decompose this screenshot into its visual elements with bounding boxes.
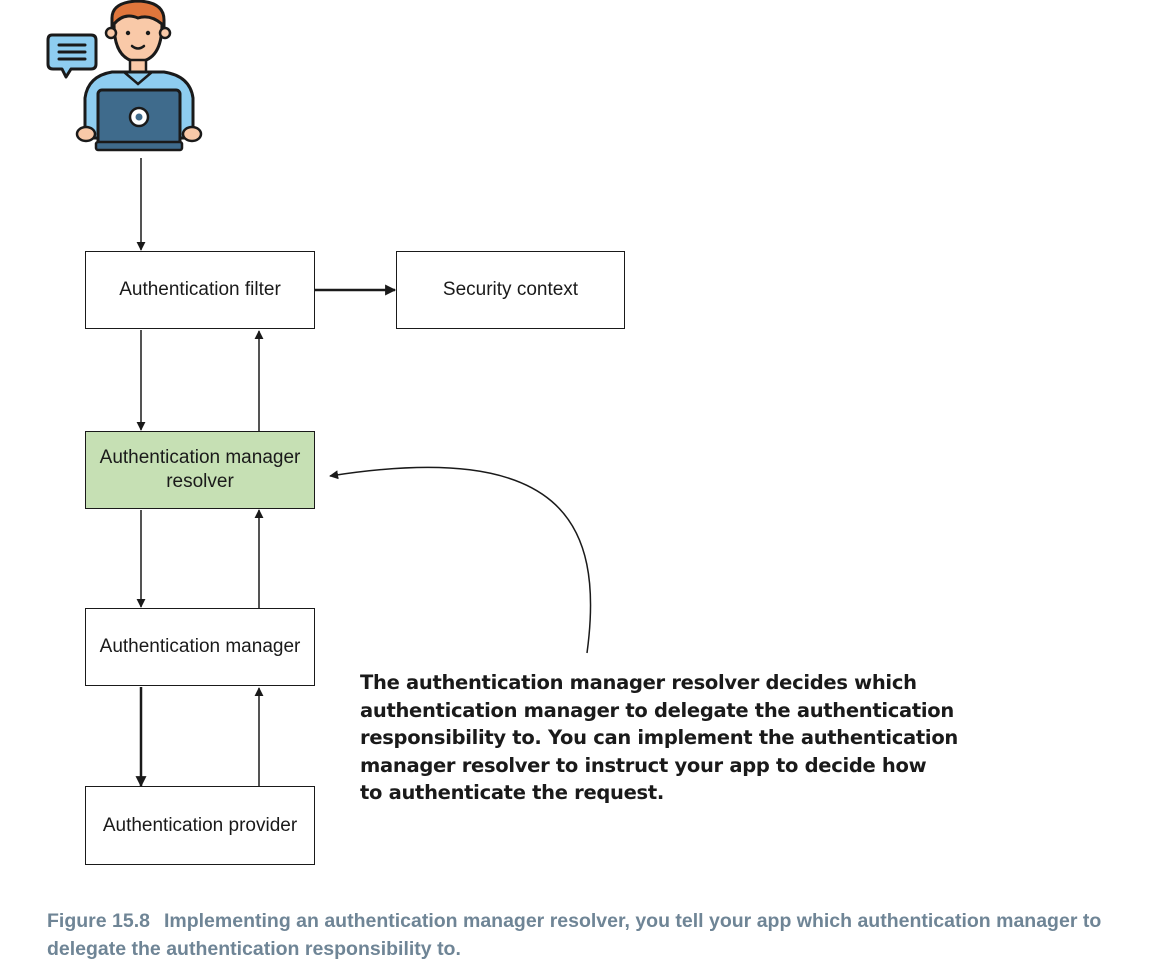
authentication-filter-box: Authentication filter bbox=[85, 251, 315, 329]
speech-bubble-icon bbox=[46, 33, 98, 79]
authentication-provider-box: Authentication provider bbox=[85, 786, 315, 865]
annotation-line: authentication manager to delegate the a… bbox=[360, 698, 954, 722]
figure-number: Figure 15.8 bbox=[47, 910, 150, 932]
authentication-manager-resolver-box: Authentication manager resolver bbox=[85, 431, 315, 509]
annotation-line: The authentication manager resolver deci… bbox=[360, 671, 917, 694]
security-context-label: Security context bbox=[442, 279, 579, 300]
annotation-pointer-arrow bbox=[329, 466, 592, 654]
authentication-manager-box: Authentication manager bbox=[85, 608, 315, 686]
figure-caption-text: Implementing an authentication manager r… bbox=[47, 910, 1102, 960]
authentication-filter-label: Authentication filter bbox=[119, 279, 281, 300]
user-with-laptop-icon bbox=[75, 0, 203, 152]
annotation-line: manager resolver to instruct your app to… bbox=[360, 753, 927, 777]
security-context-box: Security context bbox=[396, 251, 625, 329]
authentication-provider-label: Authentication provider bbox=[102, 814, 298, 836]
annotation-line: to authenticate the request. bbox=[360, 781, 664, 804]
resolver-label-line2: resolver bbox=[166, 471, 234, 492]
authentication-manager-label: Authentication manager bbox=[99, 636, 301, 657]
annotation-line: responsibility to. You can implement the… bbox=[360, 726, 958, 749]
annotation-text: The authentication manager resolver deci… bbox=[360, 669, 958, 807]
resolver-label-line1: Authentication manager bbox=[99, 447, 301, 468]
